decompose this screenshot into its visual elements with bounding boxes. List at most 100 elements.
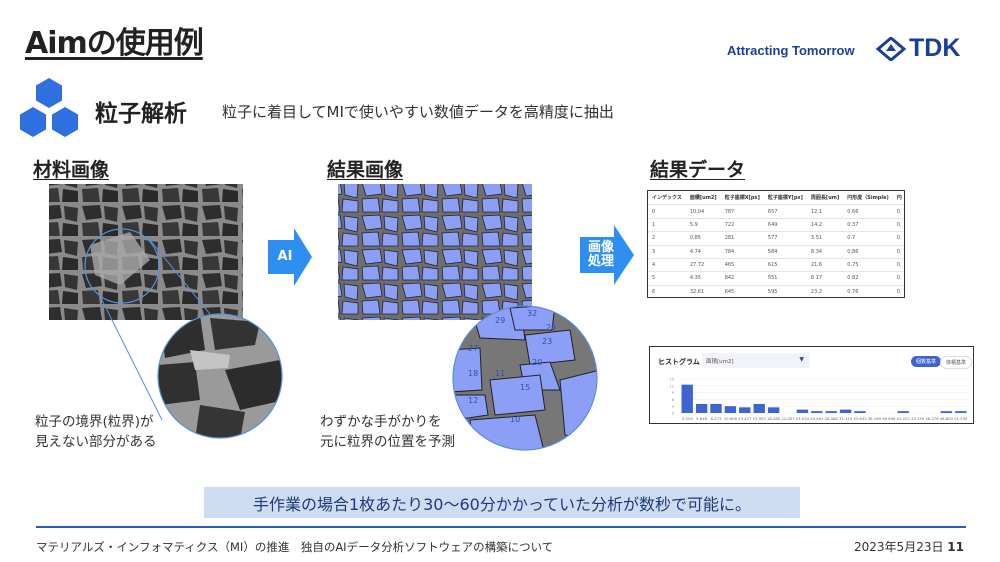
particle-label: 10 <box>510 415 520 424</box>
table-cell: 615 <box>763 258 807 273</box>
particle-label: 18 <box>468 369 478 378</box>
material-caption: 粒子の境界(粒界)が 見えない部分がある <box>35 412 157 452</box>
table-cell: 551 <box>763 271 807 286</box>
result-caption: わずかな手がかりを 元に粒界の位置を予測 <box>320 412 455 452</box>
histogram-bar <box>811 411 823 413</box>
section-subtitle: 粒子に着目してMIで使いやすい数値データを高精度に抽出 <box>222 103 614 121</box>
date: 2023年5月23日 <box>854 540 944 554</box>
histogram-select[interactable]: 面積[um2] ▼ <box>702 353 810 368</box>
table-cell: 0.37 <box>843 218 893 233</box>
x-tick-label: 43.749 <box>911 416 925 421</box>
table-cell: 0. <box>892 231 904 246</box>
x-tick-label: 36.169 <box>868 416 882 421</box>
table-cell: 645 <box>720 285 764 297</box>
heading-result-data: 結果データ <box>650 159 746 181</box>
x-tick-label: 46.276 <box>925 416 939 421</box>
x-tick-label: 5.846 <box>696 416 707 421</box>
table-cell: 4.74 <box>685 245 721 259</box>
particle-label: 12 <box>468 396 478 405</box>
x-tick-label: 33.642 <box>853 416 867 421</box>
x-tick-label: 23.534 <box>796 416 810 421</box>
histogram-bar <box>955 411 967 413</box>
footer-date: 2023年5月23日 11 <box>854 538 964 555</box>
hexagon-cluster-icon <box>20 78 78 137</box>
particle-label: 32 <box>527 309 537 318</box>
heading-result-image: 結果画像 <box>327 159 404 181</box>
table-cell: 281 <box>720 231 764 246</box>
column-header: インデックス <box>648 191 686 206</box>
particle-label: 20 <box>532 358 542 367</box>
y-tick-label: 9 <box>672 391 674 395</box>
histogram-title: ヒストグラム <box>658 358 700 366</box>
table-cell: 5.9 <box>685 218 721 233</box>
x-tick-label: 10.900 <box>724 416 738 421</box>
x-tick-label: 15.953 <box>753 416 767 421</box>
table-cell: 3.51 <box>806 231 844 246</box>
table-cell: 8.34 <box>806 245 844 259</box>
y-tick-label: 0 <box>672 412 674 416</box>
table-cell: 0 <box>648 204 686 219</box>
table-cell: 722 <box>720 218 764 233</box>
chevron-down-icon: ▼ <box>799 356 804 363</box>
volume-basis-button[interactable]: 体積基準 <box>940 356 973 369</box>
table-cell: 0. <box>892 271 904 286</box>
x-tick-label: 31.115 <box>839 416 853 421</box>
table-cell: 0. <box>892 204 904 219</box>
table-cell: 3 <box>648 245 686 259</box>
count-basis-button[interactable]: 個数基準 <box>911 356 942 367</box>
column-header: 粒子座標Y[px] <box>763 191 807 206</box>
table-cell: 649 <box>763 218 807 233</box>
caption-line: 見えない部分がある <box>35 434 157 450</box>
x-tick-label: 41.222 <box>897 416 911 421</box>
column-header: 粒子座標X[px] <box>720 191 764 206</box>
arrow-right-icon <box>580 225 634 285</box>
table-cell: 0. <box>892 218 904 233</box>
column-header: 円 <box>892 191 904 206</box>
particle-label: 11 <box>495 369 505 378</box>
tdk-logo: TDK <box>876 34 960 63</box>
page-number: 11 <box>947 540 964 554</box>
processing-arrow: 画像処理 <box>580 225 634 285</box>
x-tick-label: 26.061 <box>810 416 824 421</box>
table-cell: 27.72 <box>685 258 721 273</box>
table-cell: 5 <box>648 271 686 286</box>
footer-text: マテリアルズ・インフォマティクス（MI）の推進 独自のAIデータ分析ソフトウェア… <box>36 540 554 554</box>
table-cell: 6 <box>648 285 686 297</box>
histogram-bar <box>854 411 866 413</box>
x-tick-label: 21.007 <box>781 416 795 421</box>
heading-material-image: 材料画像 <box>33 159 110 181</box>
material-micrograph <box>49 184 283 439</box>
particle-label: 28 <box>546 323 556 332</box>
result-data-table: インデックス 面積[um2] 粒子座標X[px] 粒子座標Y[px] 周囲長[u… <box>647 190 905 298</box>
histogram-bar <box>710 403 722 413</box>
table-cell: 595 <box>763 285 807 297</box>
table-cell: 842 <box>720 271 764 286</box>
table-cell: 10.04 <box>685 204 721 219</box>
histogram-bar <box>897 411 909 413</box>
table-cell: 577 <box>763 231 807 246</box>
column-header: 円形度（Simple) <box>843 191 893 206</box>
x-tick-label: 3.319 <box>682 416 693 421</box>
table-cell: 12.1 <box>806 204 844 219</box>
table-cell: 0.75 <box>843 258 893 273</box>
histogram-bar <box>839 409 852 413</box>
table-cell: 0.7 <box>843 231 893 246</box>
ai-label: AI <box>277 249 293 264</box>
table-cell: 0.85 <box>685 231 721 246</box>
slide-title: Aimの使用例 <box>25 26 204 61</box>
table-cell: 4.35 <box>685 271 721 286</box>
table-cell: 0.82 <box>843 271 893 286</box>
table-cell: 23.2 <box>806 285 844 297</box>
processing-label: 処理 <box>587 254 614 269</box>
particle-label: 15 <box>520 383 530 392</box>
y-tick-label: 12 <box>670 384 674 388</box>
x-tick-label: 18.480 <box>767 416 781 421</box>
column-header: 周囲長[um] <box>806 191 844 206</box>
ai-arrow: AI <box>268 228 312 286</box>
table-cell: 32.61 <box>685 285 721 297</box>
